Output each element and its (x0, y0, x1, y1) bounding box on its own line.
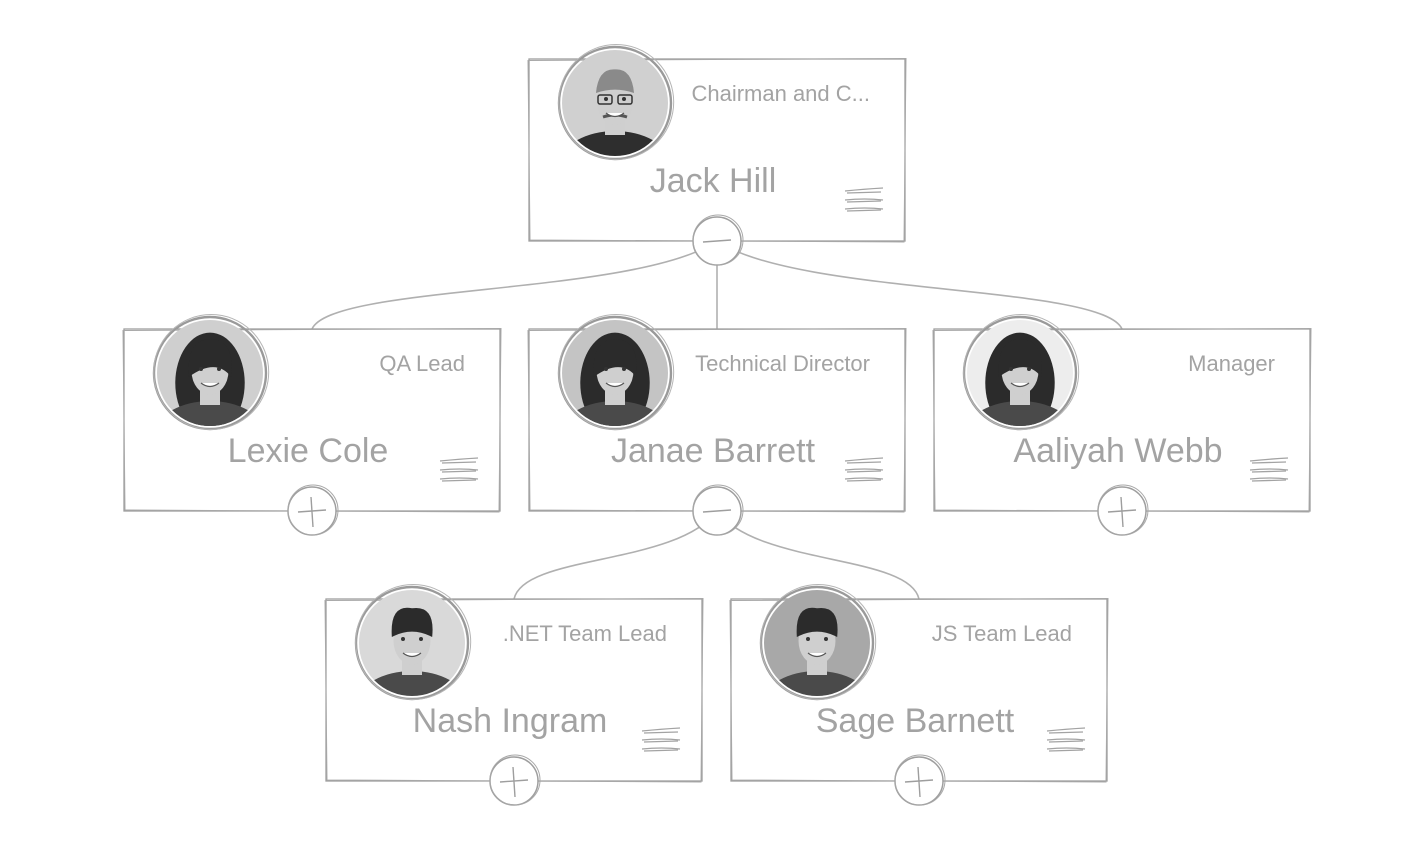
person-photo-icon (557, 44, 675, 161)
node-title: Manager (1188, 351, 1275, 376)
minus-icon (702, 509, 732, 513)
hamburger-menu-icon[interactable] (1046, 727, 1086, 752)
node-title: Chairman and C... (691, 81, 870, 106)
plus-icon (499, 766, 529, 798)
connector-line-janae-sage (716, 510, 920, 600)
node-name: Sage Barnett (816, 702, 1015, 740)
avatar-photo (562, 50, 668, 156)
avatar-photo (764, 590, 870, 696)
collapse-button[interactable] (692, 484, 744, 536)
toggle-sketch (894, 754, 946, 806)
node-title: .NET Team Lead (503, 621, 667, 646)
node-jack[interactable]: Chairman and C... Jack Hill (527, 44, 907, 266)
toggle-sketch (692, 214, 744, 266)
sketch-outline (122, 327, 502, 513)
node-name: Nash Ingram (413, 702, 608, 740)
expand-button[interactable] (489, 754, 541, 806)
collapse-button[interactable] (692, 214, 744, 266)
sketch-outline (324, 597, 704, 783)
toggle-sketch (1097, 484, 1149, 536)
expand-button[interactable] (287, 484, 339, 536)
node-name: Janae Barrett (611, 432, 816, 470)
node-title: JS Team Lead (932, 621, 1072, 646)
person-photo-icon (557, 314, 675, 431)
sketch-outline (932, 327, 1312, 513)
hamburger-menu-icon[interactable] (844, 187, 884, 212)
connector-line-jack-aaliyah (716, 240, 1123, 330)
node-name: Aaliyah Webb (1013, 432, 1222, 470)
person-photo-icon (152, 314, 270, 431)
person-photo-icon (759, 584, 877, 701)
avatar-photo (359, 590, 465, 696)
connector-line-jack-lexie (311, 240, 718, 330)
sketch-outline (527, 57, 907, 243)
toggle-sketch (287, 484, 339, 536)
node-name: Jack Hill (650, 162, 777, 200)
toggle-sketch (692, 484, 744, 536)
person-photo-icon (962, 314, 1080, 431)
plus-icon (1107, 496, 1137, 528)
hamburger-menu-icon[interactable] (439, 457, 479, 482)
sketch-outline (729, 597, 1109, 783)
avatar-photo (967, 320, 1073, 426)
avatar-photo (562, 320, 668, 426)
avatar-photo (157, 320, 263, 426)
hamburger-menu-icon[interactable] (844, 457, 884, 482)
expand-button[interactable] (1097, 484, 1149, 536)
expand-button[interactable] (894, 754, 946, 806)
sketch-outline (527, 327, 907, 513)
hamburger-menu-icon[interactable] (1249, 457, 1289, 482)
person-photo-icon (354, 584, 472, 701)
plus-icon (297, 496, 327, 528)
hamburger-menu-icon[interactable] (641, 727, 681, 752)
toggle-sketch (489, 754, 541, 806)
node-title: QA Lead (379, 351, 465, 376)
plus-icon (904, 766, 934, 798)
node-title: Technical Director (695, 351, 870, 376)
connector-layer (311, 240, 1123, 600)
connector-line-janae-nash (513, 510, 718, 600)
minus-icon (702, 239, 732, 243)
node-name: Lexie Cole (228, 432, 389, 470)
